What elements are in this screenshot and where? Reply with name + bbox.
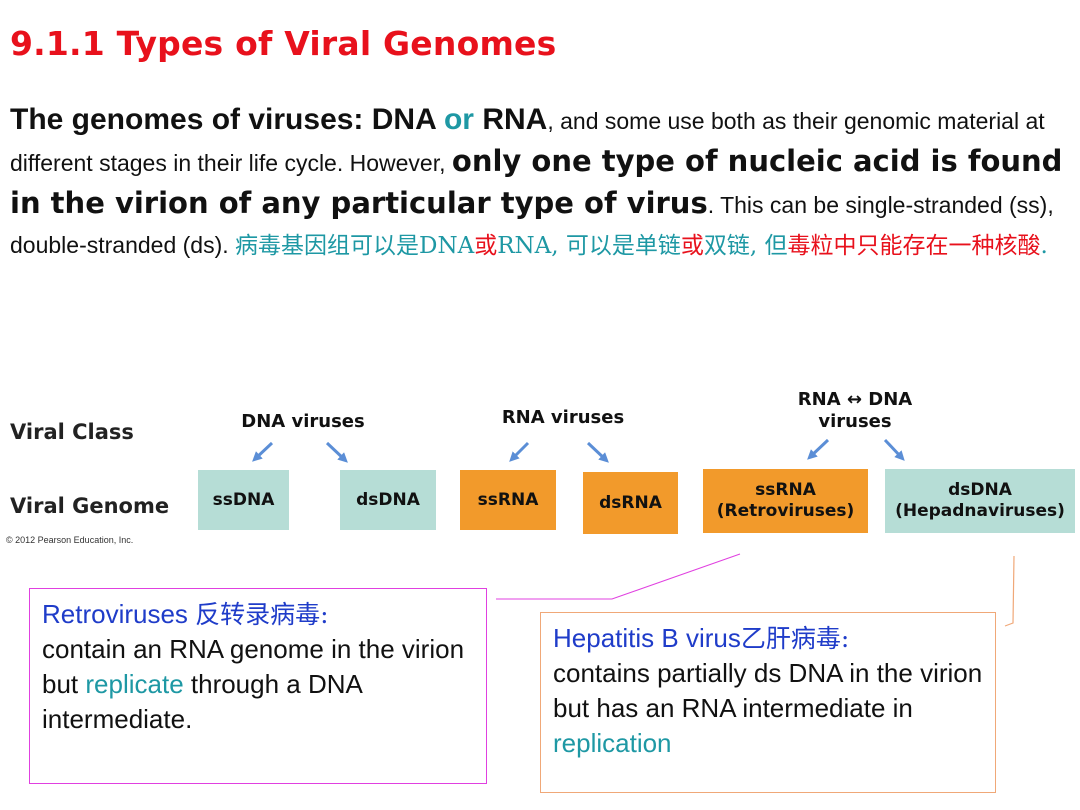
viral-class-label: Viral Class [10,420,134,444]
genome-box-dsdna-hepad: dsDNA (Hepadnaviruses) [885,469,1075,533]
intro-or: or [443,103,474,136]
retroviruses-callout: Retroviruses 反转录病毒: contain an RNA genom… [29,588,487,784]
arrow-rna-ds [586,441,609,463]
cn-part-2: 或 [474,233,498,259]
rna-viruses-header: RNA viruses [501,407,625,428]
cn-part-7: . [1040,233,1048,259]
callout-highlight: replicate [85,669,184,699]
cn-part-6: 毒粒中只能存在一种核酸 [787,233,1041,259]
arrow-rt-ss [807,438,830,460]
cn-part-1: 病毒基因组可以是DNA [235,233,475,259]
hepb-pointer-line [1004,555,1015,627]
cn-part-4: 或 [680,233,704,259]
intro-rna: RNA [473,103,548,136]
callout-heading: Retroviruses 反转录病毒: [42,599,329,629]
cn-part-5: 双链, 但 [703,233,788,259]
callout-heading-cn: 乙肝病毒: [740,624,850,653]
rna-dna-header-line1: RNA ↔ DNA [797,389,913,410]
intro-body: , and some use both as their genomic mat… [10,108,1045,176]
viral-genome-label: Viral Genome [10,494,170,518]
genome-box-ssrna-retro: ssRNA (Retroviruses) [703,469,868,533]
genome-label-line2: (Hepadnaviruses) [895,501,1065,521]
genome-label-line1: dsDNA [948,480,1012,500]
arrow-rna-ss [509,441,530,462]
intro-emphasis: only one type of nucleic acid is found i… [10,144,1063,220]
cn-part-3: RNA, 可以是单链 [497,233,681,259]
intro-lead: The genomes of viruses: DNA [10,103,444,136]
rna-dna-header-line2: viruses [818,411,892,432]
genome-label-line2: (Retroviruses) [716,501,855,521]
hepatitis-b-callout: Hepatitis B virus乙肝病毒: contains partiall… [540,612,996,793]
callout-highlight: replication [553,728,672,758]
arrow-dna-ss [252,441,274,462]
callout-text: contains partially ds DNA in the virion … [553,658,983,723]
genome-label: ssDNA [212,489,275,510]
genome-label: dsRNA [599,492,662,513]
genome-box-dsdna: dsDNA [340,470,436,530]
callout-heading: Hepatitis B virus乙肝病毒: [553,623,849,653]
genome-box-ssdna: ssDNA [198,470,289,530]
retro-pointer-line [496,553,741,600]
intro-strands: . This can be single-stranded (ss), doub… [10,192,1054,258]
dna-viruses-header: DNA viruses [241,411,365,432]
genome-label: dsDNA [356,489,420,510]
genome-label-line1: ssRNA [755,480,816,500]
slide-title: 9.1.1 Types of Viral Genomes [10,24,557,63]
callout-heading-en: Hepatitis B virus [553,623,741,653]
copyright-text: © 2012 Pearson Education, Inc. [6,535,134,545]
arrow-rt-ds [883,438,905,461]
callout-text-end: through a DNA intermediate. [42,669,362,734]
genome-box-dsrna: dsRNA [583,472,678,534]
intro-paragraph: The genomes of viruses: DNA or RNA, and … [10,101,1078,267]
arrow-dna-ds [325,441,348,463]
genome-label: ssRNA [477,489,539,510]
callout-text: contain an RNA genome in the virion but [42,634,465,699]
callout-heading-cn: 反转录病毒: [195,600,329,629]
callout-heading-en: Retroviruses [42,599,196,629]
genome-box-ssrna: ssRNA [460,470,556,530]
